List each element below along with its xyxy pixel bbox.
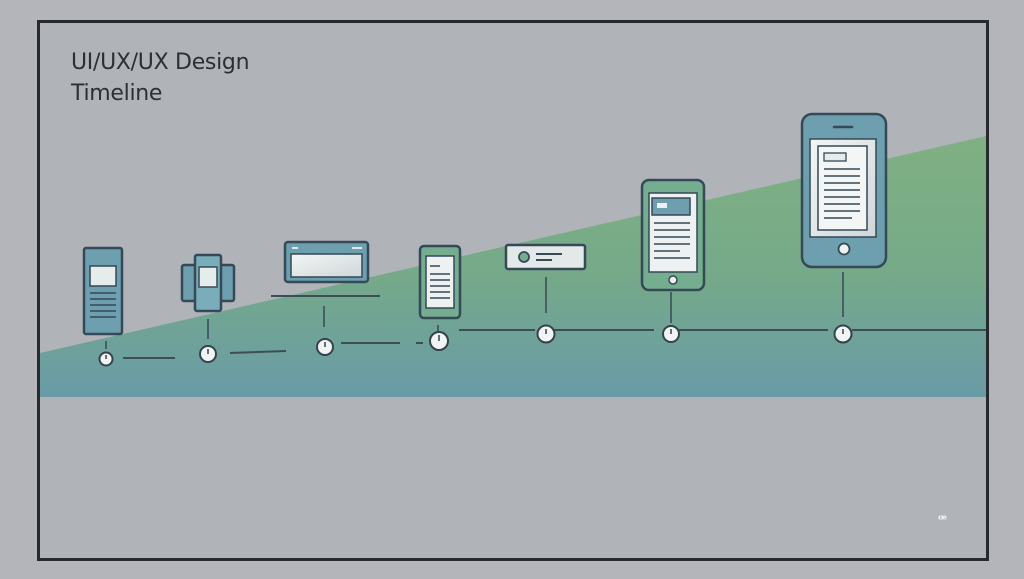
- timeline-illustration: [40, 112, 986, 397]
- square-widget-icon: [180, 253, 236, 313]
- smartphone-icon: [800, 112, 888, 269]
- clock-hands: [105, 329, 844, 359]
- page-title: UI/UX/UX Design Timeline: [71, 47, 250, 109]
- title-line-2: Timeline: [71, 81, 163, 106]
- timeline-ticks: [105, 272, 844, 349]
- wide-monitor-icon: [283, 240, 370, 284]
- watermark-logo: ꟹ: [938, 513, 947, 528]
- tall-panel-icon: [82, 246, 124, 336]
- timeline-connectors: [123, 295, 986, 359]
- tablet-icon: [640, 178, 706, 292]
- timeline-frame: UI/UX/UX Design Timeline ꟹ: [37, 20, 989, 561]
- small-phone-icon: [418, 244, 462, 320]
- title-line-1: UI/UX/UX Design: [71, 50, 250, 75]
- toggle-bar-icon: [504, 243, 587, 271]
